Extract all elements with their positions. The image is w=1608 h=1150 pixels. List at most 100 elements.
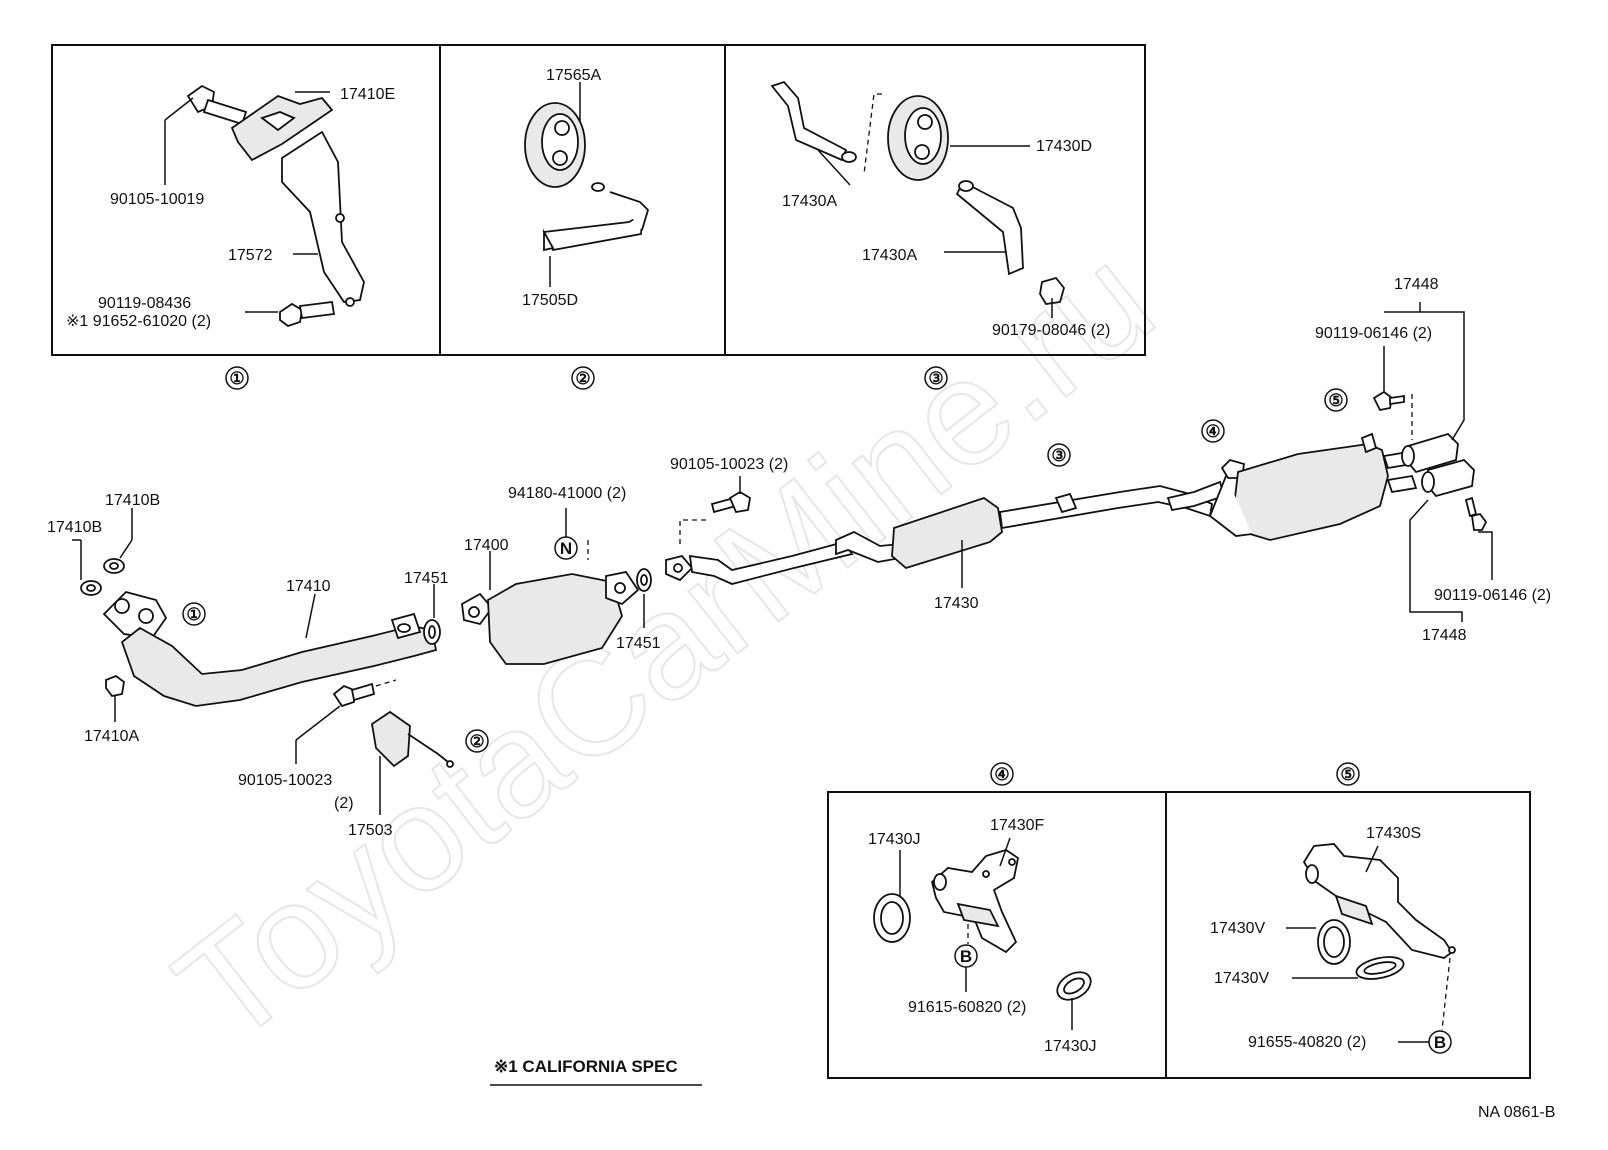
- detail-box-5: ⑤ 17430S 17430V 17430V B 91655-40820 (2): [1210, 762, 1456, 1054]
- main-assembly: 17410B 17410B 17410A 17410 ① 17451: [47, 276, 1551, 839]
- gasket-17451-a-drawing: [423, 619, 441, 645]
- label-90105-10023-b-qty: (2): [334, 795, 354, 812]
- label-17430J-bottom: 17430J: [1044, 1038, 1097, 1055]
- label-17410E: 17410E: [340, 86, 395, 103]
- gaskets-17410B-drawing: [80, 558, 125, 596]
- bolt-90119-06146-top-drawing: [1372, 390, 1405, 412]
- label-17430S: 17430S: [1366, 825, 1421, 842]
- label-91655-40820: 91655-40820 (2): [1248, 1034, 1366, 1051]
- callout-main-3: ③: [1051, 446, 1066, 465]
- hanger-rod-17430A-bottom-drawing: [955, 180, 1024, 276]
- label-17572: 17572: [228, 247, 273, 264]
- center-pipe-17430-drawing: [665, 485, 1214, 585]
- label-17448-bottom: 17448: [1422, 627, 1467, 644]
- hanger-17565A-drawing: [524, 102, 586, 188]
- label-90105-10019: 90105-10019: [110, 191, 204, 208]
- bottom-boxes-frame: [827, 791, 1531, 1079]
- box-callouts: ① ② ③: [225, 366, 948, 390]
- hanger-17430D-drawing: [887, 95, 949, 181]
- insulator-17503-drawing: [371, 710, 454, 768]
- bolt-90119-06146-bottom-drawing: [1464, 496, 1488, 531]
- label-17430F: 17430F: [990, 817, 1044, 834]
- assembly-dashline: [863, 93, 882, 175]
- label-17505D: 17505D: [522, 292, 578, 309]
- label-91652-61020: ※1 91652-61020 (2): [66, 313, 211, 330]
- leader-90119-06146-b: [1478, 531, 1493, 580]
- callout-N: N: [560, 539, 572, 558]
- label-90105-10023-b: 90105-10023: [238, 772, 332, 789]
- assembly-dashline: [375, 679, 397, 687]
- bracket-17430F-drawing: [930, 849, 1020, 954]
- detail-box-3: 17430D 17430A 17430A 90179-08046 (2): [770, 80, 1110, 339]
- bolt-90105-10023-a-drawing: [710, 490, 751, 514]
- detail-box-1: 17410E 90105-10019 17572 90119-08436 ※1 …: [51, 44, 1146, 356]
- label-90179-08046: 90179-08046 (2): [992, 322, 1110, 339]
- callout-main-2: ②: [469, 732, 484, 751]
- label-17430D: 17430D: [1036, 138, 1092, 155]
- nut-90179-08046-drawing: [1039, 276, 1065, 305]
- spec-note: ※1 CALIFORNIA SPEC: [494, 1057, 678, 1076]
- label-17430V-top: 17430V: [1210, 920, 1265, 937]
- callout-B-box5: B: [1434, 1033, 1446, 1052]
- bracket-17430S-drawing: [1302, 843, 1456, 959]
- gasket-17451-b-drawing: [636, 568, 652, 592]
- label-94180-41000: 94180-41000 (2): [508, 485, 626, 502]
- label-17430A-top: 17430A: [782, 193, 837, 210]
- label-90119-06146-b: 90119-06146 (2): [1434, 587, 1551, 604]
- label-90119-06146-a: 90119-06146 (2): [1315, 325, 1432, 342]
- label-17451-b: 17451: [616, 635, 661, 652]
- callout-main-4: ④: [1205, 422, 1220, 441]
- label-17410B-b: 17410B: [47, 519, 102, 536]
- bracket-17410E-drawing: [230, 94, 334, 162]
- label-17410B-a: 17410B: [105, 492, 160, 509]
- callout-main-5: ⑤: [1328, 391, 1343, 410]
- callout-3: ③: [928, 369, 943, 388]
- bracket-17572-drawing: [281, 130, 365, 307]
- bolt-90105-10019-drawing: [186, 84, 248, 126]
- front-pipe-17410-drawing: [102, 590, 438, 707]
- label-17410A: 17410A: [84, 728, 139, 745]
- ring-17430J-top-drawing: [873, 893, 911, 943]
- bracket-17505D-drawing: [542, 182, 650, 252]
- catalytic-converter-17400-drawing: [461, 570, 640, 665]
- label-90105-10023-a: 90105-10023 (2): [670, 456, 788, 473]
- label-17430A-bottom: 17430A: [862, 247, 917, 264]
- bracket-line-17448-top: [1384, 311, 1465, 441]
- callout-box-5: ⑤: [1340, 765, 1355, 784]
- detail-box-4: ④ 17430J 17430F B 91615-60820 (2) 17430: [827, 762, 1531, 1079]
- bracket-line-17448-bottom: [1409, 499, 1463, 622]
- callout-main-1: ①: [186, 605, 201, 624]
- bolt-90119-08436-drawing: [279, 300, 336, 328]
- muffler-drawing: [1166, 443, 1418, 541]
- label-17451-a: 17451: [404, 570, 449, 587]
- tail-tips-17448-drawing: [1360, 432, 1475, 498]
- label-17430: 17430: [934, 595, 979, 612]
- callout-1: ①: [229, 369, 244, 388]
- label-17565A: 17565A: [546, 67, 601, 84]
- callout-2: ②: [575, 369, 590, 388]
- nut-17410A-drawing: [105, 674, 125, 697]
- label-17448-top: 17448: [1394, 276, 1439, 293]
- detail-boxes-frame: [51, 44, 1146, 356]
- label-17410: 17410: [286, 578, 331, 595]
- bolt-90105-10023-b-drawing: [332, 682, 376, 708]
- assembly-dashline: [1441, 957, 1451, 1031]
- hanger-rod-17430A-top-drawing: [770, 80, 857, 163]
- label-90119-08436: 90119-08436: [98, 295, 191, 312]
- callout-box-4: ④: [994, 765, 1009, 784]
- label-17430V-bottom: 17430V: [1214, 970, 1269, 987]
- detail-box-2: 17565A 17505D: [522, 67, 650, 309]
- footer: ※1 CALIFORNIA SPEC NA 0861-B: [490, 1057, 1555, 1121]
- drawing-code: NA 0861-B: [1478, 1104, 1555, 1121]
- ring-17430V-top-drawing: [1317, 919, 1351, 965]
- watermark: ToyotaCarMine.ru: [146, 214, 1182, 1075]
- ring-17430V-bottom-drawing: [1355, 956, 1405, 980]
- label-91615-60820: 91615-60820 (2): [908, 999, 1026, 1016]
- label-17503: 17503: [348, 822, 393, 839]
- label-17400: 17400: [464, 537, 509, 554]
- callout-B-box4: B: [960, 947, 972, 966]
- ring-17430J-bottom-drawing: [1056, 971, 1092, 1001]
- label-17430J-top: 17430J: [868, 831, 921, 848]
